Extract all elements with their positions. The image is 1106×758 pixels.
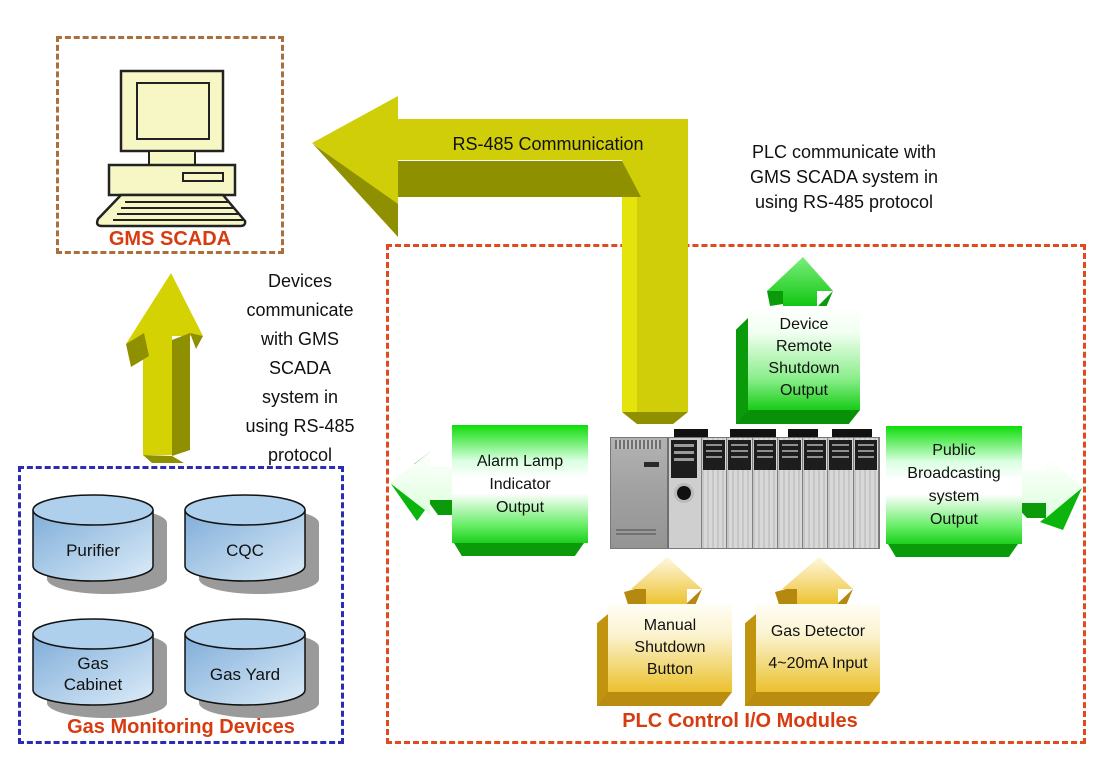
cylinder-shape [184,618,319,718]
cylinder-shape [32,618,167,718]
callout-3d-base [597,692,732,706]
module-led-panel [703,440,726,470]
plc-power-supply [611,438,669,548]
plc-modules-box [386,244,1086,744]
devices-protocol-note: Devices communicate with GMS SCADA syste… [245,271,355,465]
alarm-lamp-callout: Alarm Lamp Indicator Output [452,425,588,556]
module-led-panel [829,440,852,470]
plc-io-module [828,438,854,548]
plc-connector [674,429,708,438]
device-cylinder-gas-yard: Gas Yard [182,616,332,728]
module-led-panel [804,440,827,470]
plc-io-module [777,438,804,548]
module-led-panel [753,440,776,470]
cylinder-label: Gas Cabinet [63,654,123,694]
plc-io-module [853,438,879,548]
cylinder-label: Gas Yard [209,664,281,684]
module-led-panel [778,440,802,470]
plc-cpu-module [669,438,702,548]
callout-3d-side [745,614,756,706]
devices-up-arrow [126,273,203,463]
gas-monitoring-label: Gas Monitoring Devices [67,716,295,738]
alarm-lamp-text: Alarm Lamp Indicator Output [476,452,564,516]
plc-modules-label: PLC Control I/O Modules [622,710,858,732]
manual-shutdown-text: Manual Shutdown Button [634,617,706,678]
callout-3d-base [888,544,1018,557]
gas-detector-line2: 4~20mA Input [768,655,868,672]
psu-label [616,529,656,536]
gms-scada-box [56,36,284,254]
psu-vents [615,440,661,449]
cpu-status-panel [671,440,697,478]
device-remote-shutdown-callout: Device Remote Shutdown Output [736,306,860,424]
plc-rack [610,437,880,549]
psu-slot [644,462,659,467]
plc-connector [730,429,776,438]
cpu-key-switch [677,486,691,500]
callout-3d-base [454,543,584,556]
device-cylinder-gas-cabinet: Gas Cabinet [30,616,180,728]
cylinder-shape [184,494,319,594]
gms-scada-label: GMS SCADA [108,228,232,250]
plc-io-module [727,438,753,548]
plc-connector [832,429,872,438]
plc-protocol-note: PLC communicate with GMS SCADA system in… [749,142,939,212]
cylinder-shape [32,494,167,594]
cylinder-label: CQC [226,540,264,560]
public-broadcasting-callout: Public Broadcasting system Output [886,426,1022,557]
computer-icon [95,69,247,228]
gas-detector-line1: Gas Detector [770,623,866,640]
public-broadcasting-text: Public Broadcasting system Output [907,442,1001,528]
callout-3d-side [597,614,608,706]
callout-3d-base [736,410,860,424]
plc-io-module [803,438,829,548]
gas-monitoring-box [18,466,344,744]
plc-io-module [752,438,778,548]
cylinder-label: Purifier [66,540,120,560]
module-led-panel [728,440,751,470]
device-remote-shutdown-text: Device Remote Shutdown Output [768,316,840,399]
manual-shutdown-callout: Manual Shutdown Button [597,604,732,706]
module-led-panel [854,440,877,470]
plc-connector [788,429,818,438]
callout-3d-base [745,692,880,706]
plc-photo [610,429,880,551]
gas-detector-callout: Gas Detector 4~20mA Input [745,604,880,706]
device-cylinder-purifier: Purifier [30,492,180,604]
device-cylinder-cqc: CQC [182,492,332,604]
plc-io-module [702,438,728,548]
callout-3d-side [736,318,748,424]
rs485-communication-label: RS-485 Communication [452,134,644,154]
